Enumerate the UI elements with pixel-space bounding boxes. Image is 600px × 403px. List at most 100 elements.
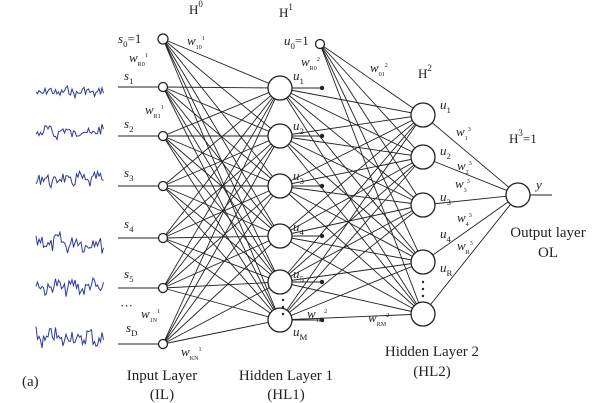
il-hl1-connection xyxy=(162,86,281,283)
hl1-hl2-connection xyxy=(279,281,424,315)
hidden1-label: u2 xyxy=(293,118,304,136)
il-hl1-connection xyxy=(162,185,281,289)
hidden1-relay-dot xyxy=(319,233,325,239)
hl1-hl2-connection xyxy=(319,43,424,116)
hidden1-node xyxy=(267,223,293,249)
hl1-hl2-connection xyxy=(279,313,424,321)
hidden1-label: u1 xyxy=(293,68,304,86)
hidden2-label: uR xyxy=(440,260,453,278)
hidden1-ellipsis-dot xyxy=(281,312,285,316)
il-hl1-connection xyxy=(162,185,281,345)
hl2-output-connection xyxy=(422,194,519,206)
input-signal-waveform xyxy=(35,169,104,189)
il-hl1-connection xyxy=(162,86,281,321)
network-connections xyxy=(118,38,552,345)
hl1-hl2-connection xyxy=(279,261,424,283)
hidden1-relay-dot xyxy=(319,183,325,189)
hl1-hl2-connection xyxy=(279,114,424,137)
input-label: s4 xyxy=(124,216,134,234)
weight-label: w1M2 xyxy=(307,306,327,324)
il-hl1-connection xyxy=(162,281,281,289)
il-hl1-connection xyxy=(162,135,281,345)
hl1-hl2-connection xyxy=(279,156,424,237)
hl1-hl2-connection xyxy=(319,43,424,263)
il-hl1-connection xyxy=(162,287,281,321)
hl1-hl2-connection xyxy=(279,87,424,116)
hl1-hl2-connection xyxy=(319,43,424,315)
hidden-layer-1-caption: Hidden Layer 1 xyxy=(239,368,333,384)
layer-header-h1: H1 xyxy=(279,2,293,20)
il-hl1-connection xyxy=(162,87,281,289)
layer-header-h2: H2 xyxy=(418,63,432,81)
hl1-hl2-connection xyxy=(279,87,424,315)
il-hl1-connection xyxy=(162,235,281,289)
hidden1-label: u0=1 xyxy=(284,33,309,51)
hl2-output-connection xyxy=(422,194,519,315)
input-node xyxy=(157,81,169,93)
layer-header-h0: H0 xyxy=(189,0,203,17)
il-hl1-connection xyxy=(162,185,281,321)
hidden1-ellipsis-dot xyxy=(281,305,285,309)
hl1-hl2-connection xyxy=(279,114,424,187)
input-label: sD xyxy=(126,320,138,338)
input-label: s3 xyxy=(124,165,134,183)
network-labels: H0H1H2H3=1s0=1s1s2s3s4s5···sDu0=1u1u2u3u… xyxy=(22,0,586,403)
hidden1-label: u3 xyxy=(293,168,305,186)
hidden2-label: u4 xyxy=(440,226,452,244)
panel-label: (a) xyxy=(22,374,39,390)
layer-header-h3: H3=1 xyxy=(509,128,537,146)
hidden1-label: u5 xyxy=(293,266,305,284)
hidden1-ellipsis-dot xyxy=(281,298,285,302)
il-hl1-connection xyxy=(162,281,281,345)
hidden1-label: u4 xyxy=(293,219,305,237)
il-hl1-connection xyxy=(162,135,281,187)
input-signal-waveform xyxy=(35,326,104,348)
input-signal-waveform xyxy=(35,123,104,142)
input-node xyxy=(157,338,169,350)
input-node xyxy=(157,180,169,192)
hl1-hl2-connection xyxy=(279,135,424,315)
weight-label: w43 xyxy=(457,210,472,228)
il-hl1-connection xyxy=(162,237,281,321)
hl1-hl2-connection xyxy=(279,135,424,206)
il-hl1-connection xyxy=(162,87,281,187)
input-layer-caption: Input Layer xyxy=(127,368,197,384)
hl2-output-connection xyxy=(422,194,519,263)
input-signal-waveform xyxy=(35,85,104,100)
il-hl1-connection xyxy=(162,38,281,321)
il-hl1-connection xyxy=(162,235,281,345)
hl1-hl2-connection xyxy=(279,114,424,237)
hl1-hl2-connection xyxy=(279,156,424,321)
hidden2-label: u2 xyxy=(440,143,451,161)
il-hl1-connection xyxy=(162,86,281,137)
hl1-hl2-connection xyxy=(279,185,424,206)
weight-label: w012 xyxy=(370,60,388,78)
hidden2-node xyxy=(410,102,436,128)
hidden2-ellipsis-dot xyxy=(421,280,425,284)
hidden-layer-1-abbrev: (HL1) xyxy=(267,387,305,403)
hl1-hl2-connection xyxy=(279,204,424,283)
input-node xyxy=(157,232,169,244)
il-hl1-connection xyxy=(162,185,281,283)
hidden2-label: u3 xyxy=(440,189,452,207)
hl1-hl2-connection xyxy=(319,43,424,206)
il-hl1-connection xyxy=(162,87,281,239)
il-hl1-connection xyxy=(162,38,281,283)
weight-label: w13 xyxy=(456,124,471,142)
hl1-hl2-connection xyxy=(279,135,424,158)
il-hl1-connection xyxy=(162,319,281,345)
hidden1-relay-dot xyxy=(319,279,325,285)
hidden1-relay-dot xyxy=(319,85,325,91)
hl1-hl2-connection xyxy=(279,235,424,263)
weight-label: w1N1 xyxy=(141,306,160,324)
weight-label: w101 xyxy=(187,33,205,51)
hl1-hl2-connection xyxy=(279,204,424,321)
input-node xyxy=(157,282,169,294)
input-label: s0=1 xyxy=(118,31,141,49)
hidden1-node xyxy=(267,307,293,333)
hidden1-relay-dot xyxy=(319,133,325,139)
hidden2-node xyxy=(410,301,436,327)
hidden1-node xyxy=(267,173,293,199)
hidden-layer-2-abbrev: (HL2) xyxy=(413,364,451,380)
